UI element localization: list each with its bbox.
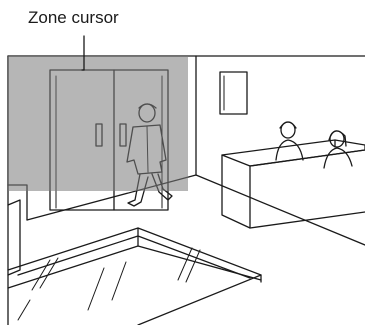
callout-label: Zone cursor [28, 8, 119, 28]
wall-frame [220, 72, 247, 114]
receptionist-left [276, 122, 303, 160]
glass-display-case [8, 228, 261, 325]
zone-cursor-area [8, 56, 188, 191]
receptionist-right [324, 131, 352, 168]
